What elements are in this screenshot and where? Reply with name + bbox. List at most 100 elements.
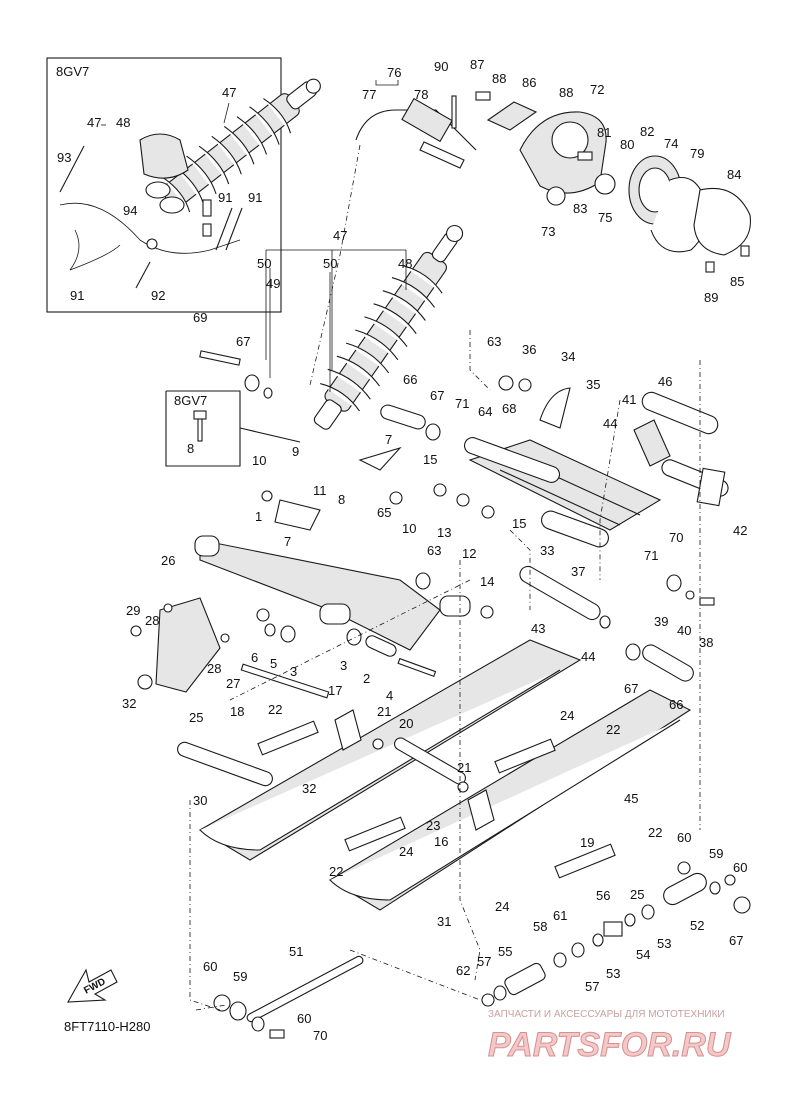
- callout-c71b: 71: [644, 548, 658, 563]
- callout-c56: 56: [596, 888, 610, 903]
- callout-c53b: 53: [606, 966, 620, 981]
- callout-c41: 41: [622, 392, 636, 407]
- callout-c44b: 44: [581, 649, 595, 664]
- slide-rails: [177, 639, 692, 911]
- callout-c75: 75: [598, 210, 612, 225]
- callout-c66a: 66: [403, 372, 417, 387]
- callout-c32b: 32: [302, 781, 316, 796]
- callout-c22c: 22: [648, 825, 662, 840]
- small-box-8gv7: 8GV7: [165, 390, 301, 467]
- callout-c21b: 21: [457, 760, 471, 775]
- fwd-arrow: FWD: [67, 968, 118, 1003]
- callout-c35: 35: [586, 377, 600, 392]
- callout-c79: 79: [690, 146, 704, 161]
- callout-c42: 42: [733, 523, 747, 538]
- callout-c82: 82: [640, 124, 654, 139]
- callout-c90: 90: [434, 59, 448, 74]
- callout-c74: 74: [664, 136, 678, 151]
- callout-c70b: 70: [313, 1028, 327, 1043]
- callout-c19: 19: [580, 835, 594, 850]
- callout-c44a: 44: [603, 416, 617, 431]
- callout-c29: 29: [126, 603, 140, 618]
- callout-c60d: 60: [297, 1011, 311, 1026]
- callout-c46: 46: [658, 374, 672, 389]
- callout-c69: 69: [193, 310, 207, 325]
- callout-c58: 58: [533, 919, 547, 934]
- callout-c33: 33: [540, 543, 554, 558]
- callout-c39: 39: [654, 614, 668, 629]
- watermark-tagline: ЗАПЧАСТИ И АКСЕССУАРЫ ДЛЯ МОТОТЕХНИКИ: [488, 1009, 725, 1020]
- watermark: ЗАПЧАСТИ И АКСЕССУАРЫ ДЛЯ МОТОТЕХНИКИ PA…: [488, 1009, 733, 1065]
- callout-c21a: 21: [377, 704, 391, 719]
- callout-c10a: 10: [252, 453, 266, 468]
- callout-c38: 38: [699, 635, 713, 650]
- callout-c78: 78: [414, 87, 428, 102]
- callout-c57b: 57: [585, 979, 599, 994]
- callout-c91b: 91: [248, 190, 262, 205]
- callout-c15a: 15: [423, 452, 437, 467]
- callout-c12: 12: [462, 546, 476, 561]
- callout-c43: 43: [531, 621, 545, 636]
- callout-c81: 81: [597, 125, 611, 140]
- callout-c10b: 10: [402, 521, 416, 536]
- callout-c15b: 15: [512, 516, 526, 531]
- callout-c7b: 7: [284, 534, 291, 549]
- callout-c89: 89: [704, 290, 718, 305]
- callout-c59b: 59: [233, 969, 247, 984]
- callout-c31: 31: [437, 914, 451, 929]
- small-box-label: 8GV7: [174, 393, 207, 408]
- callout-c54: 54: [636, 947, 650, 962]
- callout-c14: 14: [480, 574, 494, 589]
- callout-c60b: 60: [733, 860, 747, 875]
- callout-c30: 30: [193, 793, 207, 808]
- callout-c8gv7: 8: [187, 441, 194, 456]
- callout-c67a: 67: [236, 334, 250, 349]
- callout-c36: 36: [522, 342, 536, 357]
- callout-c28b: 28: [207, 661, 221, 676]
- callout-c5: 5: [270, 656, 277, 671]
- inset-reservoir-body: [139, 133, 189, 179]
- main-shock-absorber: [313, 224, 464, 430]
- callout-c25a: 25: [189, 710, 203, 725]
- callout-c20: 20: [399, 716, 413, 731]
- callout-c24c: 24: [495, 899, 509, 914]
- inset-shock-absorber: [161, 78, 321, 213]
- inset-box-label: 8GV7: [56, 64, 89, 79]
- callout-c22a: 22: [268, 702, 282, 717]
- callout-c70a: 70: [669, 530, 683, 545]
- callout-c50b: 50: [323, 256, 337, 271]
- speed-sensor-assembly: [355, 91, 538, 169]
- callout-c88a: 88: [492, 71, 506, 86]
- callout-c67b: 67: [430, 388, 444, 403]
- callout-c4: 4: [386, 688, 393, 703]
- callout-c8b: 8: [338, 492, 345, 507]
- callout-c48b: 48: [398, 256, 412, 271]
- callout-c24a: 24: [560, 708, 574, 723]
- callout-c3a: 3: [290, 664, 297, 679]
- callout-c45: 45: [624, 791, 638, 806]
- callout-c9: 9: [292, 444, 299, 459]
- callout-c87: 87: [470, 57, 484, 72]
- callout-c94: 94: [123, 203, 137, 218]
- callout-c22b: 22: [606, 722, 620, 737]
- callout-c63b: 63: [427, 543, 441, 558]
- callout-c11: 11: [313, 483, 327, 498]
- callout-c18: 18: [230, 704, 244, 719]
- callout-c84: 84: [727, 167, 741, 182]
- callout-c22d: 22: [329, 864, 343, 879]
- callout-c34: 34: [561, 349, 575, 364]
- callout-c76: 76: [387, 65, 401, 80]
- inset-box-8gv7: 8GV7: [46, 57, 321, 313]
- callout-c92: 92: [151, 288, 165, 303]
- callout-c55: 55: [498, 944, 512, 959]
- callout-c52: 52: [690, 918, 704, 933]
- callout-c67d: 67: [729, 933, 743, 948]
- callout-c51: 51: [289, 944, 303, 959]
- callout-c73: 73: [541, 224, 555, 239]
- callout-c83: 83: [573, 201, 587, 216]
- callout-c50a: 50: [257, 256, 271, 271]
- callout-c40: 40: [677, 623, 691, 638]
- watermark-logo: PARTSFOR.RU: [488, 1026, 732, 1064]
- callout-c59a: 59: [709, 846, 723, 861]
- callout-c49: 49: [266, 276, 280, 291]
